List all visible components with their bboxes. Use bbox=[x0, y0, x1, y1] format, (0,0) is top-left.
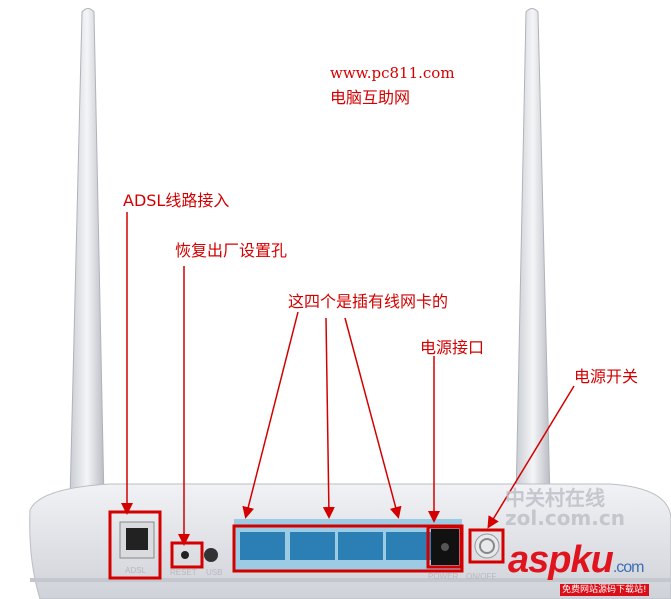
zol-watermark-url: zol.com.cn bbox=[505, 506, 625, 530]
zol-watermark-name: 中关村在线 bbox=[505, 486, 605, 510]
lan-annotation: 这四个是插有线网卡的 bbox=[288, 292, 449, 311]
aspku-slogan: 免费网站源码下载站! bbox=[560, 584, 649, 596]
website-name: 电脑互助网 bbox=[330, 88, 411, 107]
lan-ports bbox=[240, 532, 431, 560]
lan-port bbox=[338, 532, 383, 560]
lan-arrow bbox=[322, 317, 335, 519]
lan-arrow bbox=[344, 317, 402, 519]
usb-label: USB bbox=[206, 568, 223, 577]
router-base-line bbox=[30, 578, 671, 582]
reset-label: RESET bbox=[170, 568, 197, 577]
zol-watermark: 中关村在线 zol.com.cn bbox=[505, 488, 625, 528]
power-switch-highlight-box bbox=[468, 528, 505, 564]
left-antenna bbox=[69, 8, 105, 501]
power-switch bbox=[474, 533, 500, 559]
power-port-pin bbox=[441, 543, 449, 551]
power-switch-ring bbox=[479, 538, 495, 554]
adsl-label: ADSL bbox=[125, 566, 146, 575]
power-port-highlight-box bbox=[426, 525, 463, 569]
aspku-logo: aspku.com bbox=[508, 540, 644, 580]
power-switch-annotation: 电源开关 bbox=[574, 367, 639, 386]
reset-hole bbox=[181, 551, 189, 559]
adsl-port-socket bbox=[126, 528, 148, 550]
highlight-boxes bbox=[108, 510, 505, 580]
power-label: POWER bbox=[428, 572, 459, 581]
aspku-logo-name: aspku bbox=[508, 539, 614, 581]
power-switch-arrow bbox=[487, 385, 575, 529]
usb-port bbox=[204, 548, 218, 562]
lan-arrow bbox=[242, 311, 299, 519]
power-port-annotation: 电源接口 bbox=[420, 338, 485, 357]
website-url: www.pc811.com bbox=[330, 64, 455, 82]
switch-label: ON/OFF bbox=[466, 572, 497, 581]
lan-port bbox=[290, 532, 335, 560]
adsl-highlight-box bbox=[108, 510, 162, 580]
right-antenna bbox=[515, 8, 551, 501]
aspku-logo-tld: .com bbox=[612, 559, 645, 576]
lan-port bbox=[386, 532, 431, 560]
reset-annotation: 恢复出厂设置孔 bbox=[175, 241, 288, 260]
annotation-arrows bbox=[121, 212, 575, 546]
lan-port bbox=[240, 532, 285, 560]
adsl-annotation: ADSL线路接入 bbox=[123, 191, 230, 210]
